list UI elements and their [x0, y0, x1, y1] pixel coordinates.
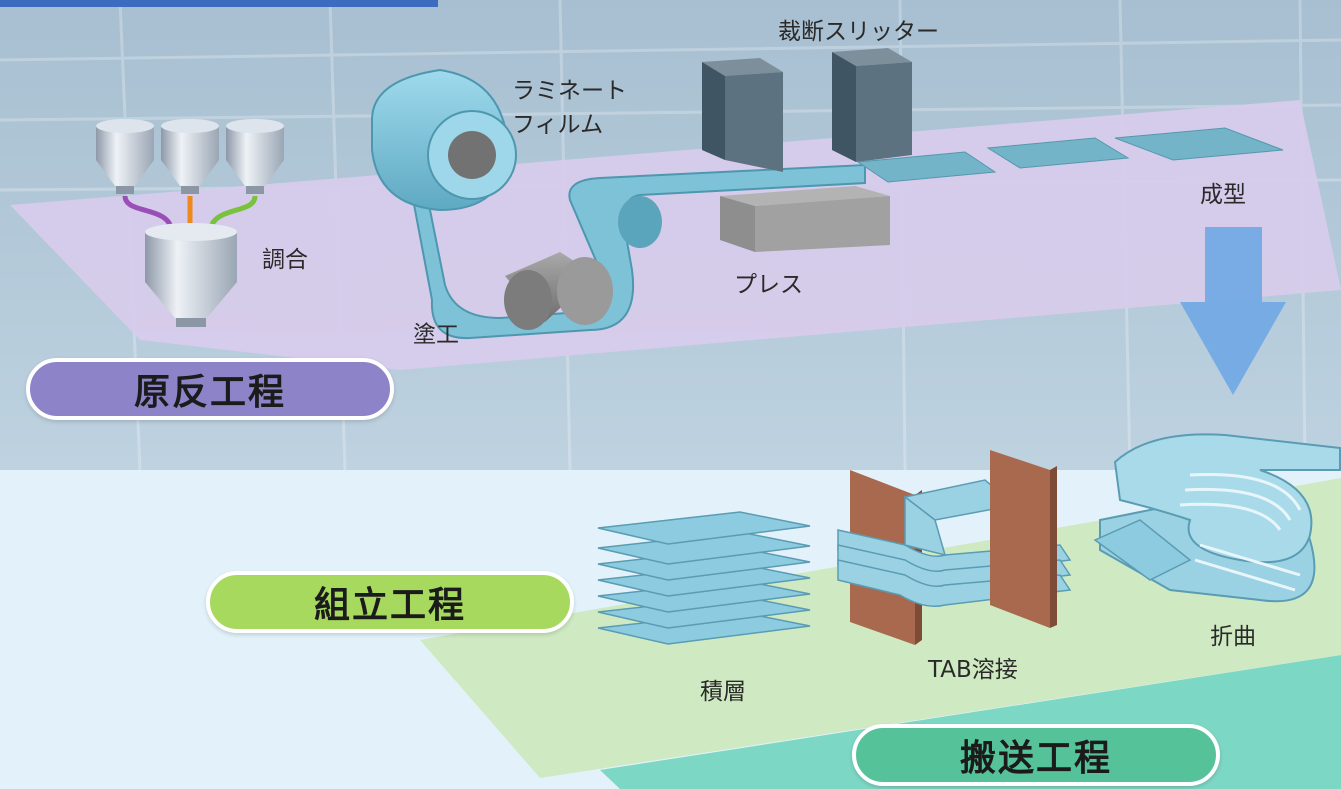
- tab-welding-assembly: [837, 450, 1072, 645]
- label-forming: 成型: [1200, 182, 1246, 208]
- label-mixing: 調合: [262, 247, 308, 273]
- header-bar: [0, 0, 438, 7]
- hopper-3: [226, 119, 284, 194]
- press-machine: [720, 186, 890, 252]
- mixing-hoppers: [96, 119, 284, 327]
- stage-transport-pill: 搬送工程: [852, 724, 1220, 786]
- hopper-2: [161, 119, 219, 194]
- forming-down-arrow: [1180, 227, 1286, 395]
- folded-stack: [1093, 433, 1341, 603]
- mixing-tank: [145, 223, 237, 327]
- label-folding: 折曲: [1210, 624, 1256, 650]
- cut-sheets: [856, 127, 1284, 183]
- coating-drum: [371, 68, 517, 212]
- hopper-1: [96, 119, 154, 194]
- label-laminate-film: ラミネート フィルム: [512, 78, 627, 138]
- label-press: プレス: [734, 272, 803, 298]
- stack-layers: [597, 511, 811, 645]
- coating-line: [371, 68, 866, 340]
- label-slitter: 裁断スリッター: [778, 19, 939, 45]
- roller-grey: [504, 252, 613, 330]
- label-coating: 塗工: [413, 322, 459, 348]
- slitter-blades: [702, 48, 912, 172]
- raw-process-platform: [10, 100, 1341, 370]
- stage-assembly-pill: 組立工程: [206, 571, 574, 633]
- stage-raw-pill: 原反工程: [26, 358, 394, 420]
- label-stacking: 積層: [700, 679, 746, 705]
- roller-blue: [618, 196, 662, 248]
- label-tab-welding: TAB溶接: [928, 657, 1018, 683]
